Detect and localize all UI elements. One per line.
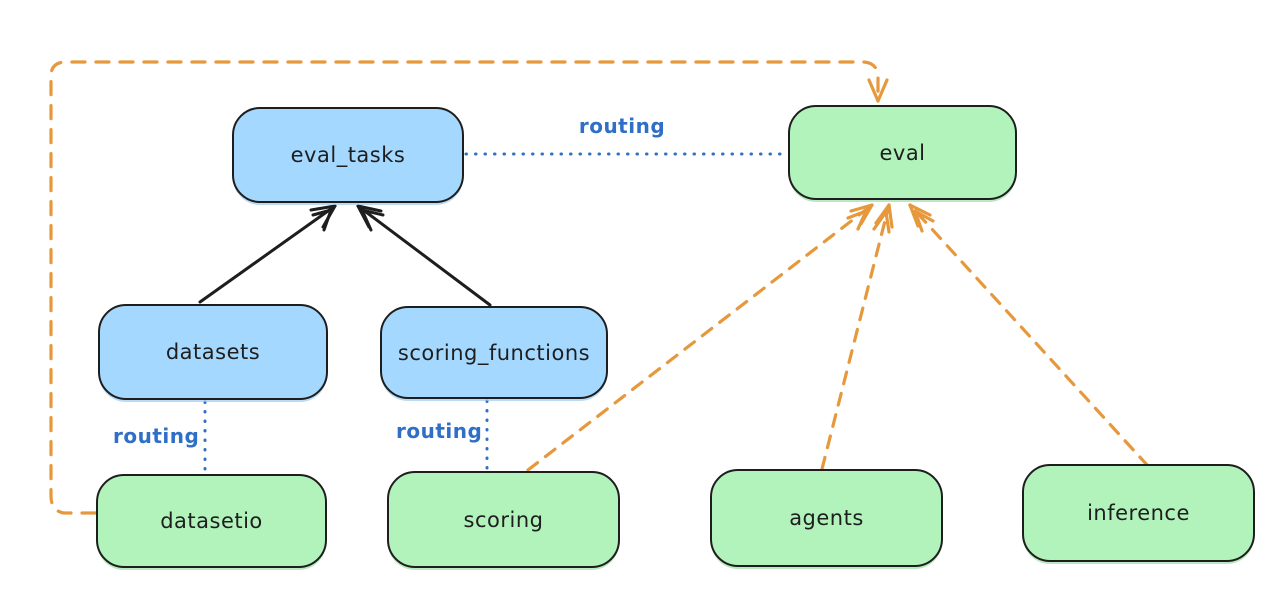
node-eval-tasks: eval_tasks: [232, 107, 464, 203]
node-label: eval: [879, 140, 926, 165]
edge-label-routing-scoring-functions-scoring: routing: [396, 419, 483, 443]
edge-scoring-functions-to-eval-tasks: [356, 204, 492, 307]
node-label: datasets: [165, 340, 261, 364]
arrowhead: [872, 203, 894, 234]
arrowhead: [846, 203, 874, 231]
node-label: agents: [789, 506, 864, 530]
node-datasetio: datasetio: [96, 474, 327, 568]
arrowhead: [908, 203, 935, 233]
edge-agents-to-eval: [820, 203, 894, 471]
arrowhead: [867, 78, 889, 103]
edge-label-routing-datasets-datasetio: routing: [113, 424, 200, 448]
node-label: inference: [1087, 501, 1190, 525]
edge-label-routing-eval-tasks-eval: routing: [578, 114, 666, 138]
node-scoring-functions: scoring_functions: [380, 306, 608, 399]
arrowhead: [309, 204, 337, 232]
edge-inference-to-eval: [908, 203, 1150, 468]
edge-datasetio-to-eval: [49, 60, 889, 515]
node-inference: inference: [1022, 464, 1255, 562]
node-label: scoring_functions: [397, 340, 591, 365]
node-label: eval_tasks: [290, 143, 406, 167]
node-eval: eval: [788, 105, 1017, 200]
edge-datasets-to-eval-tasks: [198, 204, 337, 304]
node-scoring: scoring: [387, 471, 620, 568]
edge-scoring-to-eval: [526, 203, 874, 472]
node-label: datasetio: [160, 509, 263, 533]
arrowhead: [356, 204, 385, 232]
node-label: scoring: [463, 507, 544, 532]
node-agents: agents: [710, 469, 943, 567]
node-datasets: datasets: [98, 304, 328, 400]
